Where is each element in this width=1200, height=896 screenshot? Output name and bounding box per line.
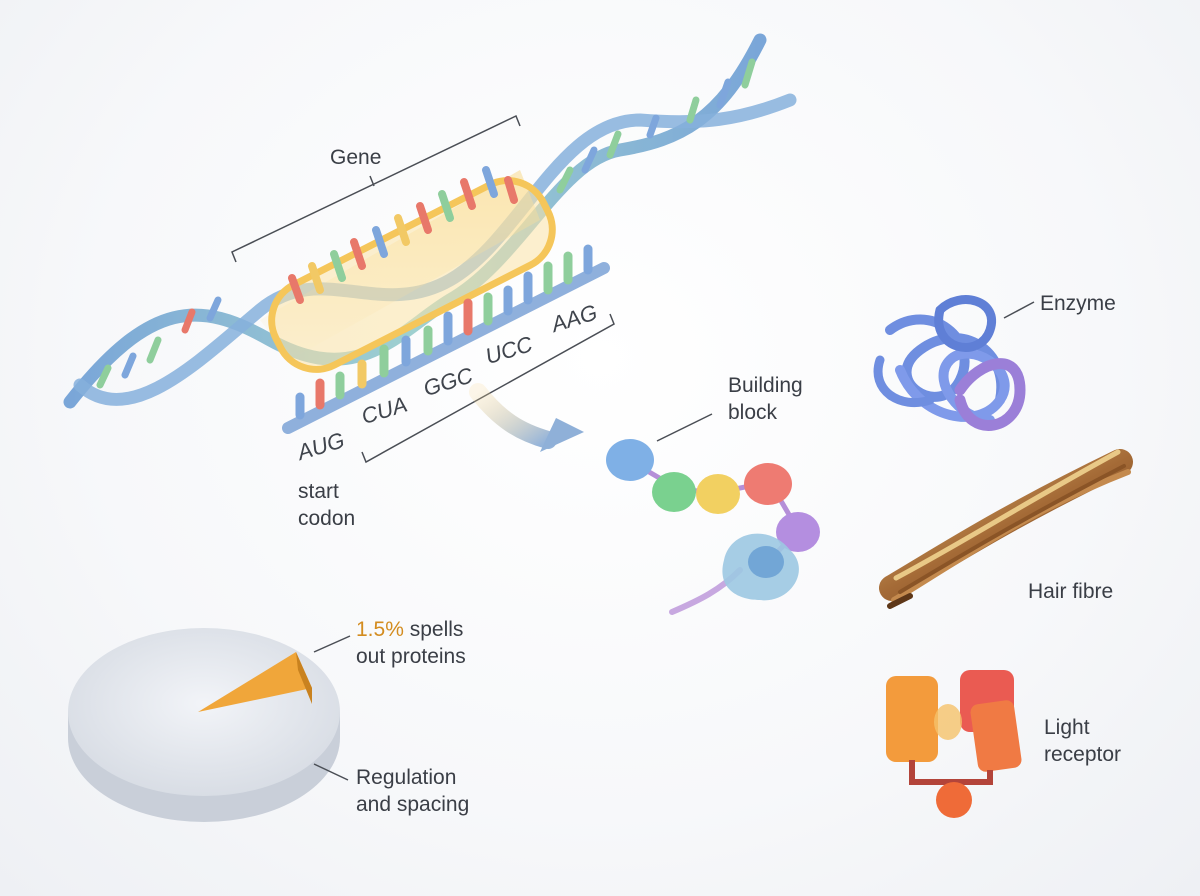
pie-protein-line2: out proteins [356,645,466,668]
light-receptor-label: Light receptor [1044,714,1121,768]
start-codon-line2: codon [298,507,356,530]
enzyme-leader [1003,301,1035,319]
pie-rest-label: Regulation and spacing [356,764,469,818]
pie-protein-label: 1.5% spells out proteins [356,616,466,670]
gene-bracket [231,114,521,263]
pie-rest-line2: and spacing [356,793,470,816]
amino-acid-chain-icon [606,439,820,615]
light-receptor-line2: receptor [1044,743,1122,766]
building-block-line1: Building [728,374,803,397]
gene-highlight [260,166,556,373]
mrna-strand-icon [282,244,610,434]
enzyme-protein-icon [873,295,1026,431]
building-block-leader [656,413,713,442]
hair-fibre-icon [879,449,1133,609]
pie-protein-leader [313,635,351,653]
gene-label: Gene [330,146,382,169]
start-codon-label: start codon [298,478,355,532]
building-block-label: Building block [728,372,803,426]
pie-protein-line1-rest: spells [403,618,464,641]
building-block-line2: block [728,401,778,424]
pie-protein-slice [198,652,312,712]
start-codon-line1: start [298,480,339,503]
pie-rest-leader [313,763,349,781]
genome-pie-icon [68,628,340,822]
pie-rest-line1: Regulation [356,766,457,789]
enzyme-label: Enzyme [1040,292,1116,315]
light-receptor-icon [886,670,1022,818]
transcription-arrow-icon [469,383,584,452]
light-receptor-line1: Light [1044,716,1090,739]
helix-rungs [96,58,756,389]
pie-protein-percent: 1.5% [356,618,404,641]
hair-fibre-label: Hair fibre [1028,580,1114,603]
